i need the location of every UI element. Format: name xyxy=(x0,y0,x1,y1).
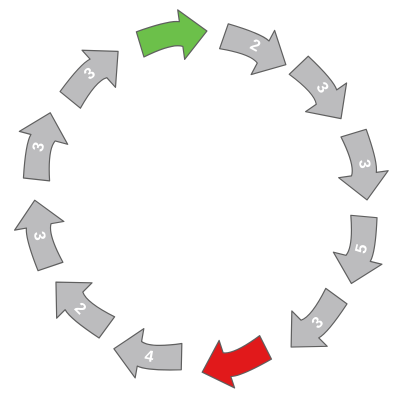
arrow-end xyxy=(201,335,273,389)
arrow-step: 4 xyxy=(113,328,183,379)
arrow-label: 3 xyxy=(30,230,48,242)
arrow-start xyxy=(135,9,208,60)
arrow-shape xyxy=(18,112,69,182)
arrow-shape xyxy=(332,214,383,285)
arrow-step: 3 xyxy=(338,128,389,201)
arrow-label: 3 xyxy=(355,158,373,169)
arrow-shape xyxy=(55,281,116,339)
arrow-shape xyxy=(201,335,273,389)
arrow-shape xyxy=(59,49,119,109)
arrow-step: 2 xyxy=(218,23,287,76)
arrow-shape xyxy=(14,199,65,272)
arrow-shape xyxy=(338,128,389,201)
arrow-shape xyxy=(218,23,287,76)
arrow-step: 5 xyxy=(332,214,383,285)
arrow-step: 3 xyxy=(290,287,348,348)
arrow-shape xyxy=(113,328,183,379)
arrow-label: 3 xyxy=(30,140,49,153)
arrow-step: 3 xyxy=(18,112,69,182)
arrow-step: 3 xyxy=(59,49,119,109)
arrow-label: 5 xyxy=(353,243,372,256)
arrow-label: 4 xyxy=(143,348,155,366)
arrow-step: 2 xyxy=(55,281,116,339)
arrow-step: 3 xyxy=(288,55,348,120)
arrow-shape xyxy=(290,287,348,348)
arrow-shape xyxy=(288,55,348,120)
arrow-shape xyxy=(135,9,208,60)
arrow-step: 3 xyxy=(14,199,65,272)
